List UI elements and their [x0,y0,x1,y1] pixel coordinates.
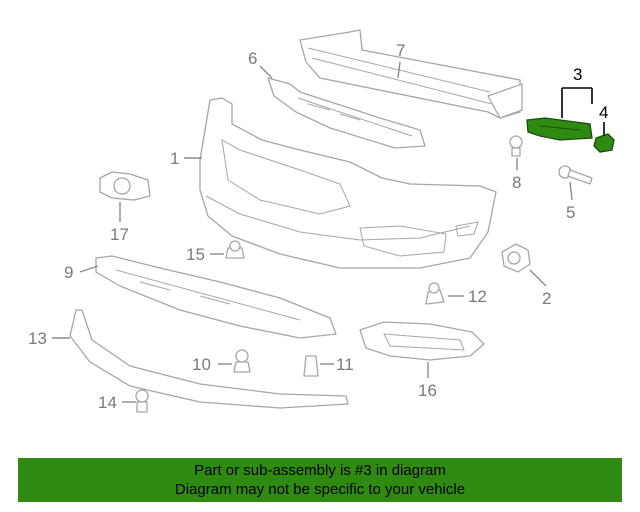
banner-line-2: Diagram may not be specific to your vehi… [174,481,466,498]
part-8-push-pin[interactable] [509,135,523,157]
callout-13: 13 [28,329,47,348]
callout-11: 11 [336,355,354,374]
part-15-clip-nut[interactable] [225,240,245,259]
part-2-park-sensor[interactable] [501,243,531,273]
part-9-splash-shield[interactable] [95,255,337,339]
part-13-lower-deflector[interactable] [69,309,349,409]
callout-1: 1 [170,149,179,168]
leader-2 [529,269,547,287]
part-16-fog-bezel[interactable] [359,321,485,361]
callout-9: 9 [64,263,73,282]
callout-6: 6 [248,49,257,68]
part-14-rivet[interactable] [135,389,149,413]
callout-8: 8 [512,173,521,192]
callout-2: 2 [542,289,551,308]
part-6-energy-absorber[interactable] [267,77,426,149]
leader-3 [561,87,593,118]
part-17-sensor-bracket[interactable] [99,171,151,201]
banner-line-1: Part or sub-assembly is #3 in diagram [194,462,446,479]
part-3-bracket[interactable] [526,117,593,141]
callout-16: 16 [418,381,437,400]
part-12-clip[interactable] [425,282,445,305]
part-4-clip[interactable] [593,133,615,153]
callout-17: 17 [110,225,129,244]
part-1-bumper-cover[interactable] [199,97,497,269]
callout-15: 15 [186,245,205,264]
callout-7: 7 [396,41,405,60]
callout-4: 4 [599,103,608,122]
callout-5: 5 [566,203,575,222]
part-7-impact-bar[interactable] [299,29,523,119]
part-11-screw[interactable] [303,355,319,377]
info-banner: Part or sub-assembly is #3 in diagram Di… [18,458,622,502]
part-5-bolt[interactable] [558,165,593,185]
leader-6 [259,65,273,79]
leader-9 [79,265,99,273]
leader-7 [397,61,401,79]
callout-12: 12 [468,287,487,306]
leader-5 [569,181,573,201]
part-10-push-clip[interactable] [233,349,251,373]
callout-10: 10 [192,355,211,374]
callout-3: 3 [573,65,582,84]
callout-14: 14 [98,393,117,412]
